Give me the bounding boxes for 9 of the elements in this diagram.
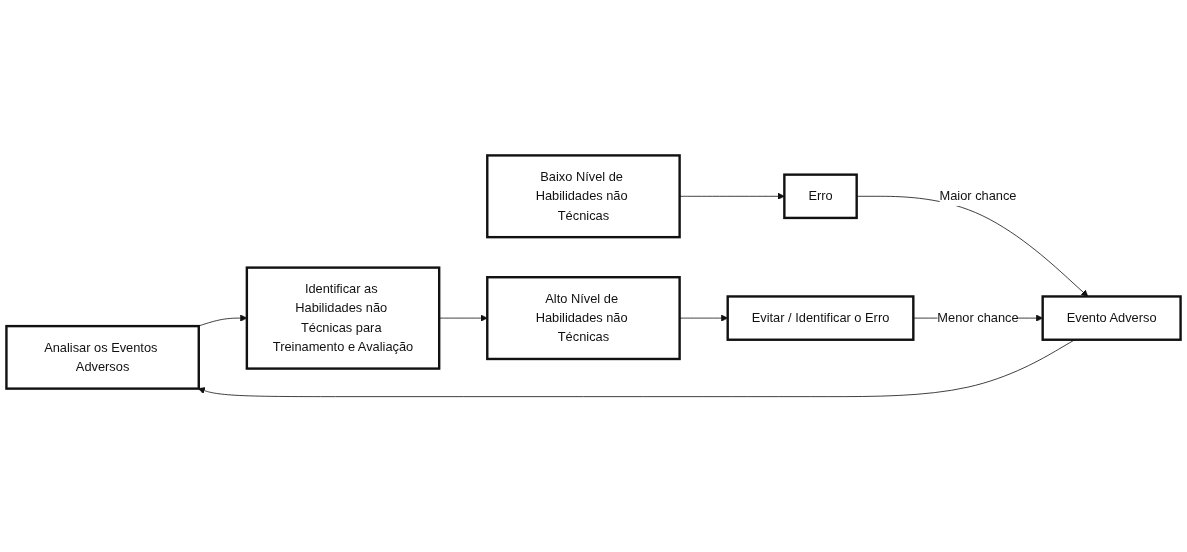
node-box: Identificar as Habilidades não Técnicas para Treinamento e Avaliação <box>245 266 441 370</box>
edge-label: Maior chance <box>939 189 1017 203</box>
node-box: Evitar / Identificar o Erro <box>726 295 915 341</box>
node-box: Evento Adverso <box>1041 295 1182 341</box>
node-box: Baixo Nível de Habilidades não Técnicas <box>486 154 681 239</box>
node-box: Alto Nível de Habilidades não Técnicas <box>486 276 681 361</box>
node-box: Analisar os Eventos Adversos <box>5 324 200 390</box>
node-box: Erro <box>783 173 858 220</box>
edge-label: Menor chance <box>937 310 1019 325</box>
